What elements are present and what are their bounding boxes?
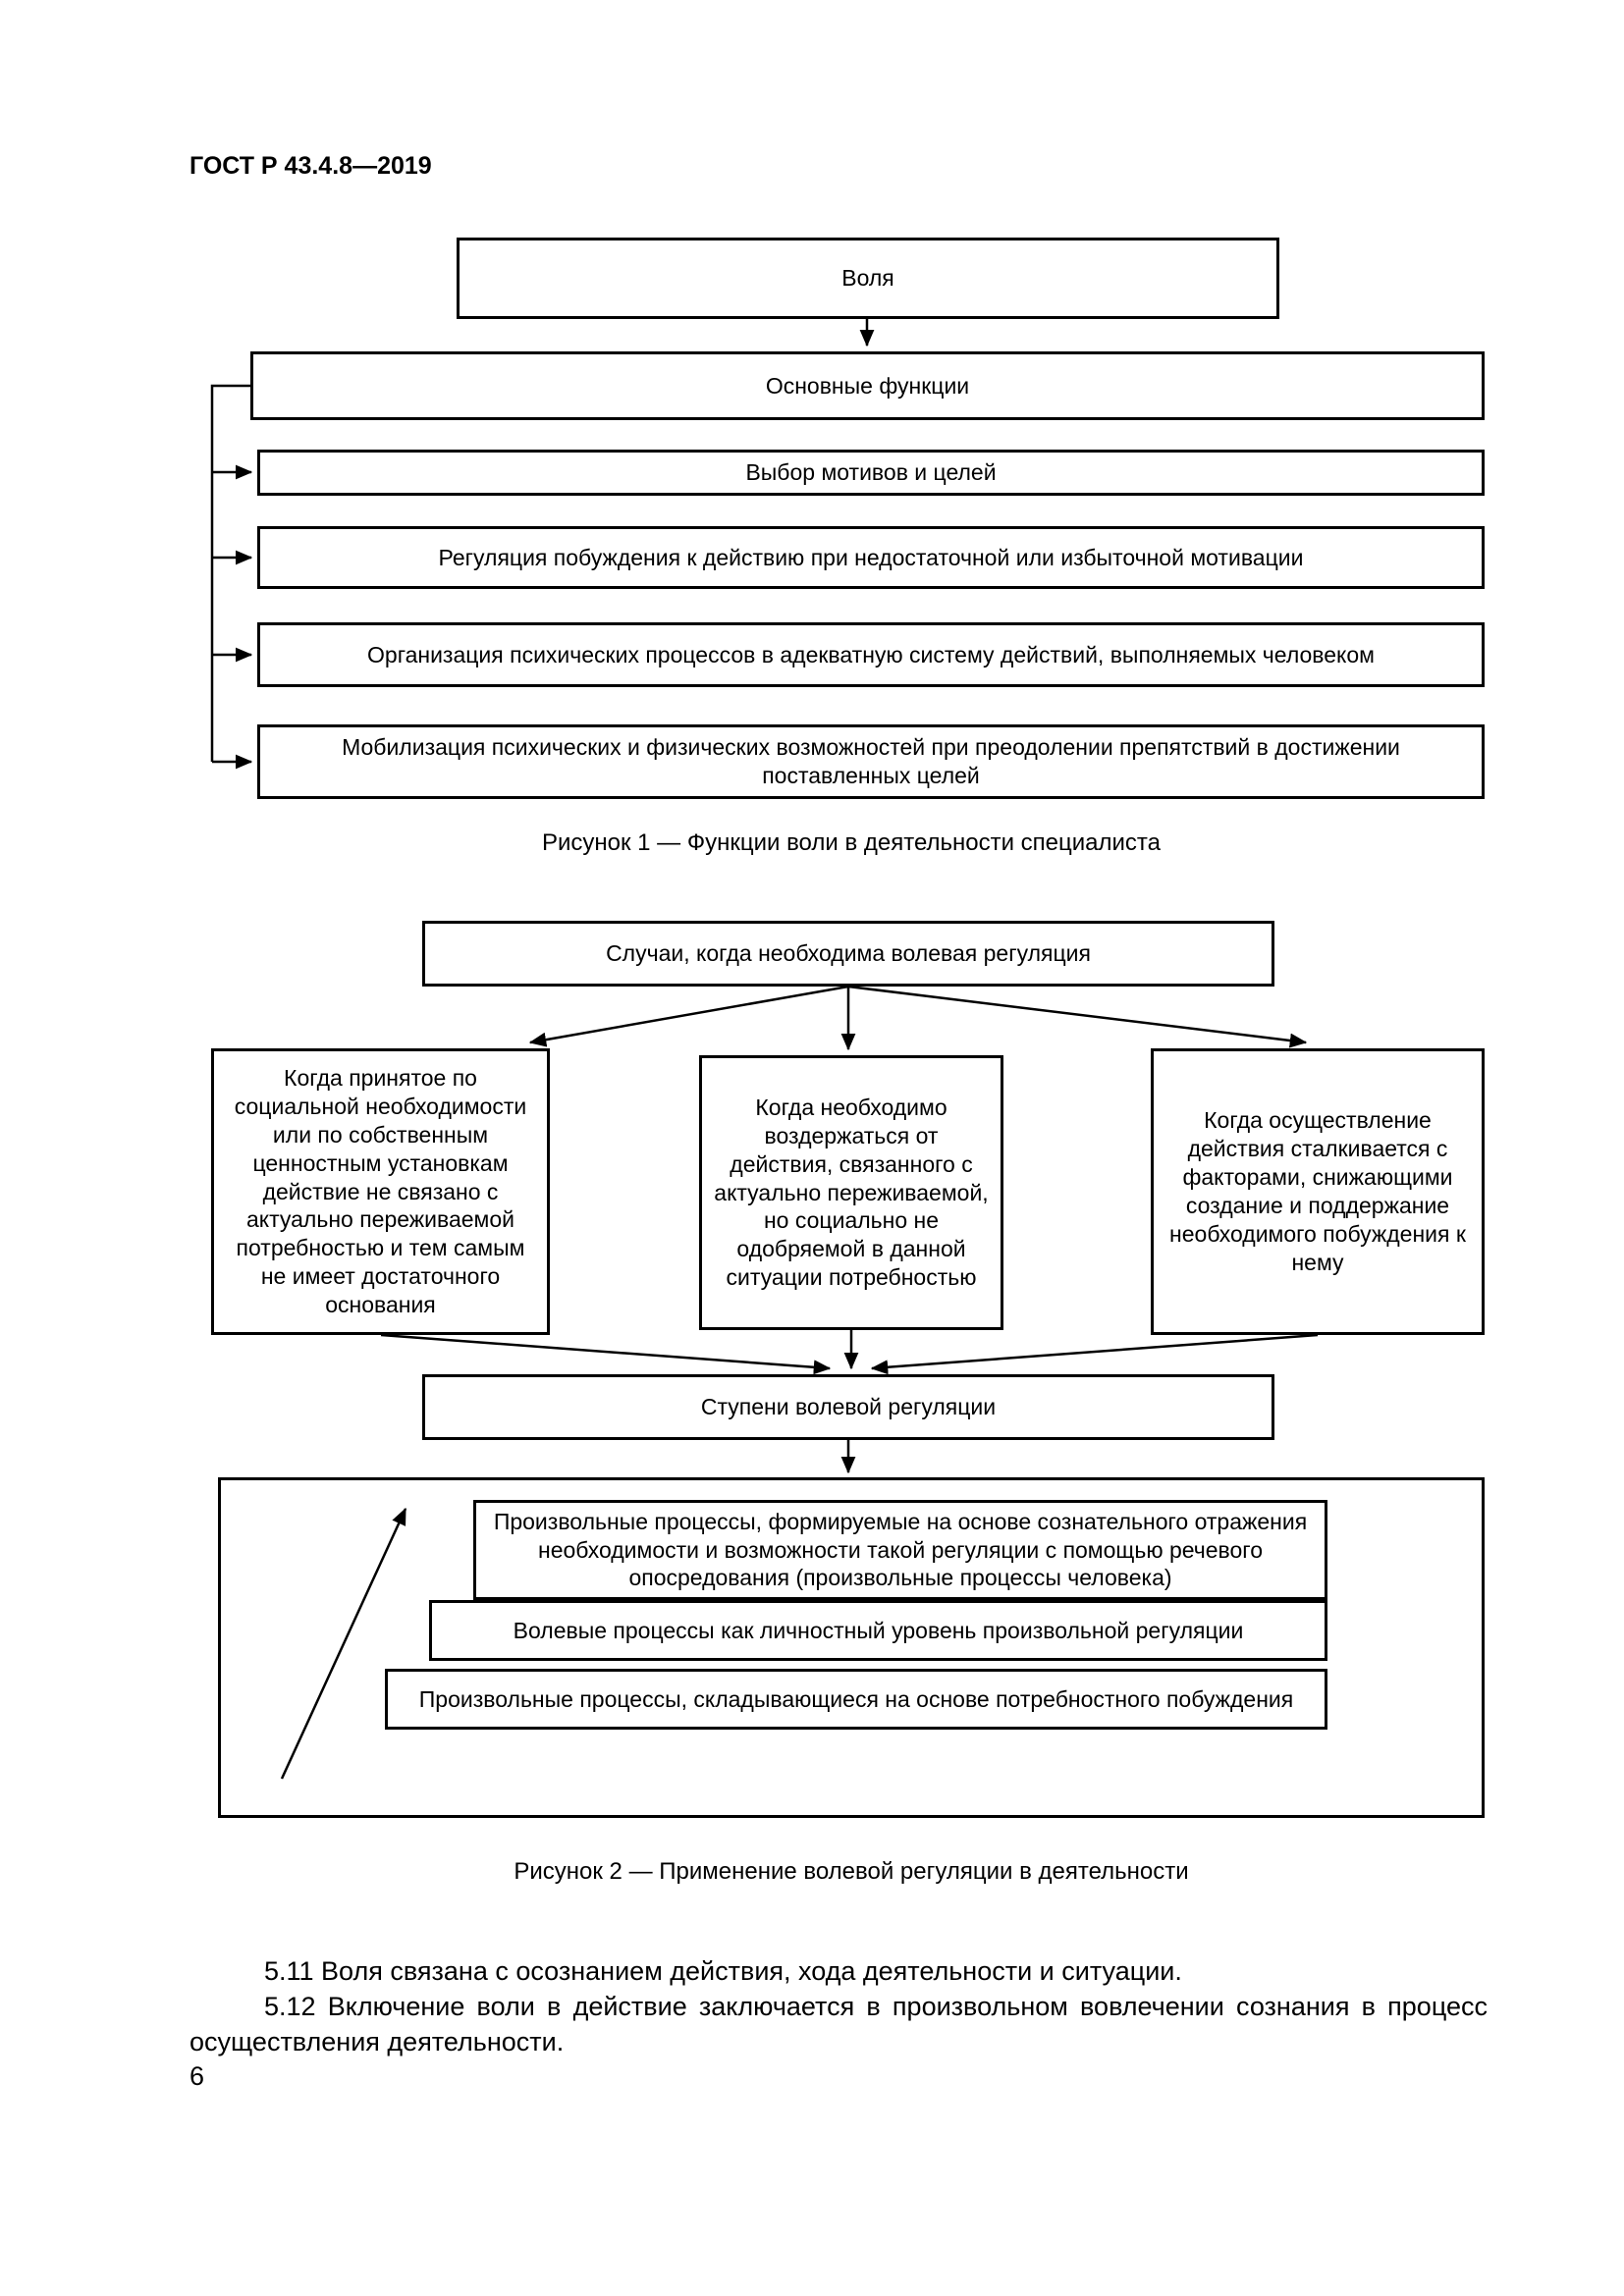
fig2-case-box: Когда принятое по социальной необходимос… [211,1048,550,1335]
figure2-caption: Рисунок 2 — Применение волевой регуляции… [514,1858,1189,1885]
fig2-cases-header-box: Случаи, когда необходима волевая регуляц… [422,921,1274,987]
fig2-stage-box: Волевые процессы как личностный уровень … [429,1600,1327,1661]
fig2-stage-box: Произвольные процессы, формируемые на ос… [473,1500,1327,1600]
bracket-trunk-line [210,384,250,762]
fig1-item-box: Выбор мотивов и целей [257,450,1485,496]
arrow-left-case-to-stages [380,1333,832,1375]
fig1-item-box: Мобилизация психических и физических воз… [257,724,1485,799]
document-header: ГОСТ Р 43.4.8—2019 [189,152,432,180]
paragraph-5-11: 5.11 Воля связана с осознанием действия,… [264,1956,1182,1986]
figure1-caption: Рисунок 1 — Функции воли в деятельности … [541,829,1161,856]
arrow-cases-to-right-case [847,985,1308,1048]
fig1-functions-header-box: Основные функции [250,351,1485,420]
fig1-item-box: Регуляция побуждения к действию при недо… [257,526,1485,589]
fig1-root-box: Воля [457,238,1279,319]
arrow-cases-to-left-case [528,985,849,1047]
page-number: 6 [189,2061,205,2091]
fig1-item-box: Организация психических процессов в адек… [257,622,1485,687]
arrow-right-case-to-stages [870,1333,1319,1375]
fig2-case-box: Когда осуществление действия сталкиваетс… [1151,1048,1485,1335]
fig2-stages-header-box: Ступени волевой регуляции [422,1374,1274,1440]
fig2-case-box: Когда необходимо воздержаться от действи… [699,1055,1003,1330]
body-text: 5.11 Воля связана с осознанием действия,… [189,1953,1488,2059]
fig2-stage-box: Произвольные процессы, складывающиеся на… [385,1669,1327,1730]
paragraph-5-12: 5.12 Включение воли в действие заключает… [189,1992,1488,2056]
